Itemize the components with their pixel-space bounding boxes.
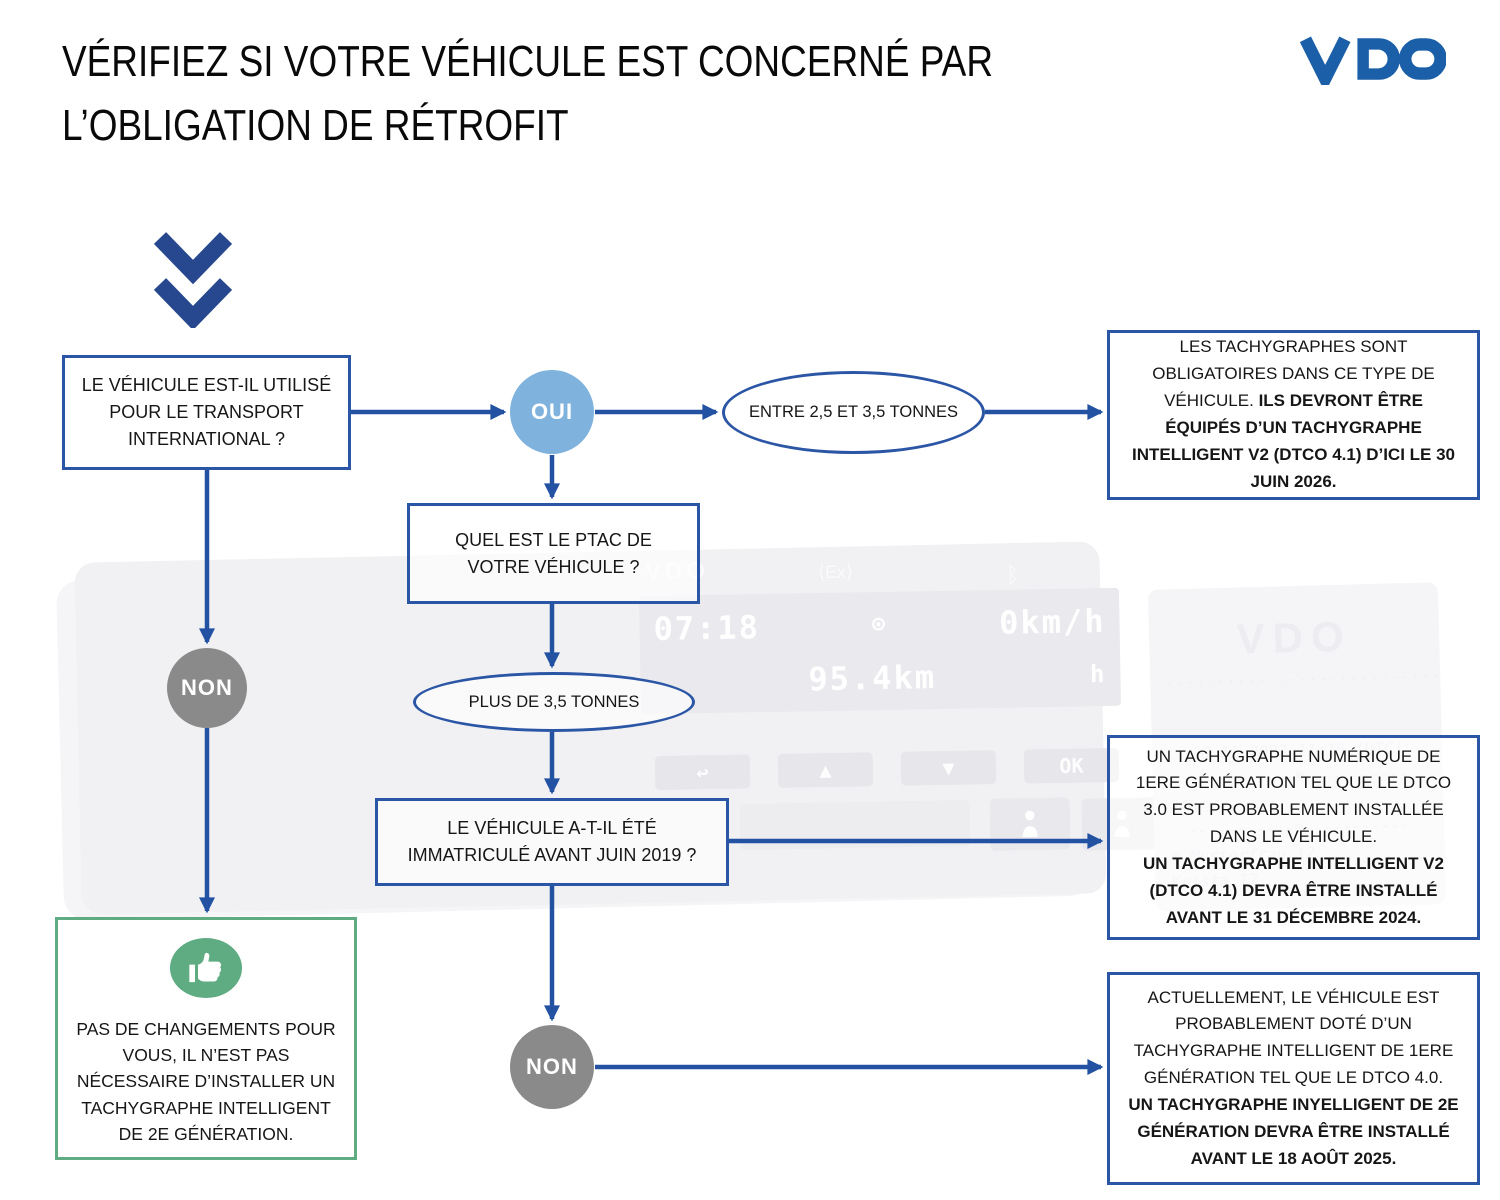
no-change-text: PAS DE CHANGEMENTS POUR VOUS, IL N’EST P… — [76, 1018, 336, 1144]
info-between-box: LES TACHYGRAPHES SONT OBLIGATOIRES DANS … — [1107, 330, 1480, 500]
double-chevron-down-icon — [150, 226, 236, 333]
tonnage-over-text: PLUS DE 3,5 TONNES — [468, 692, 640, 711]
question-international-box: LE VÉHICULE EST-IL UTILISÉ POUR LE TRANS… — [62, 355, 351, 470]
oui-node: OUI — [510, 370, 594, 454]
page-title-line2: L’OBLIGATION DE RÉTROFIT — [62, 100, 569, 150]
info-after2019-bold: UN TACHYGRAPHE INYELLIGENT DE 2E GÉNÉRAT… — [1128, 1094, 1459, 1168]
info-after2019-box: ACTUELLEMENT, LE VÉHICULE EST PROBABLEME… — [1107, 972, 1480, 1185]
non-left-label: NON — [181, 675, 233, 700]
driver1-button-icon — [989, 797, 1071, 851]
page-title-line1: VÉRIFIEZ SI VOTRE VÉHICULE EST CONCERNÉ … — [62, 37, 994, 86]
info-between-text: LES TACHYGRAPHES SONT OBLIGATOIRES DANS … — [1128, 334, 1459, 495]
question-immat-box: LE VÉHICULE A-T-IL ÉTÉ IMMATRICULÉ AVANT… — [375, 798, 729, 886]
question-ptac-text: QUEL EST LE PTAC DE VOTRE VÉHICULE ? — [455, 529, 652, 577]
non-bottom-label: NON — [526, 1054, 578, 1079]
info-after2019-normal: ACTUELLEMENT, LE VÉHICULE EST PROBABLEME… — [1133, 987, 1454, 1088]
info-between-normal: LES TACHYGRAPHES SONT OBLIGATOIRES DANS … — [1152, 337, 1435, 411]
page-title: VÉRIFIEZ SI VOTRE VÉHICULE EST CONCERNÉ … — [62, 30, 993, 158]
question-ptac-box: QUEL EST LE PTAC DE VOTRE VÉHICULE ? — [407, 503, 700, 604]
tonnage-between-ellipse: ENTRE 2,5 ET 3,5 TONNES — [722, 371, 985, 454]
info-before2019-bold: UN TACHYGRAPHE INTELLIGENT V2 (DTCO 4.1)… — [1143, 853, 1444, 927]
oui-label: OUI — [530, 399, 574, 424]
tonnage-over-ellipse: PLUS DE 3,5 TONNES — [413, 672, 695, 732]
non-bottom-node: NON — [510, 1025, 594, 1109]
question-international-text: LE VÉHICULE EST-IL UTILISÉ POUR LE TRANS… — [81, 375, 332, 449]
info-before2019-box: UN TACHYGRAPHE NUMÉRIQUE DE 1ERE GÉNÉRAT… — [1107, 735, 1480, 940]
tonnage-between-text: ENTRE 2,5 ET 3,5 TONNES — [748, 403, 959, 422]
question-immat-text: LE VÉHICULE A-T-IL ÉTÉ IMMATRICULÉ AVANT… — [407, 818, 697, 865]
info-before2019-normal: UN TACHYGRAPHE NUMÉRIQUE DE 1ERE GÉNÉRAT… — [1135, 746, 1452, 847]
info-after2019-text: ACTUELLEMENT, LE VÉHICULE EST PROBABLEME… — [1128, 985, 1459, 1173]
non-left-node: NON — [167, 648, 247, 728]
thumbs-up-icon — [170, 938, 242, 998]
no-change-box: PAS DE CHANGEMENTS POUR VOUS, IL N’EST P… — [55, 917, 357, 1160]
vdo-logo — [1299, 33, 1447, 93]
info-before2019-text: UN TACHYGRAPHE NUMÉRIQUE DE 1ERE GÉNÉRAT… — [1128, 744, 1459, 932]
info-between-bold: ILS DEVRONT ÊTRE ÉQUIPÉS D’UN TACHYGRAPH… — [1131, 391, 1456, 491]
